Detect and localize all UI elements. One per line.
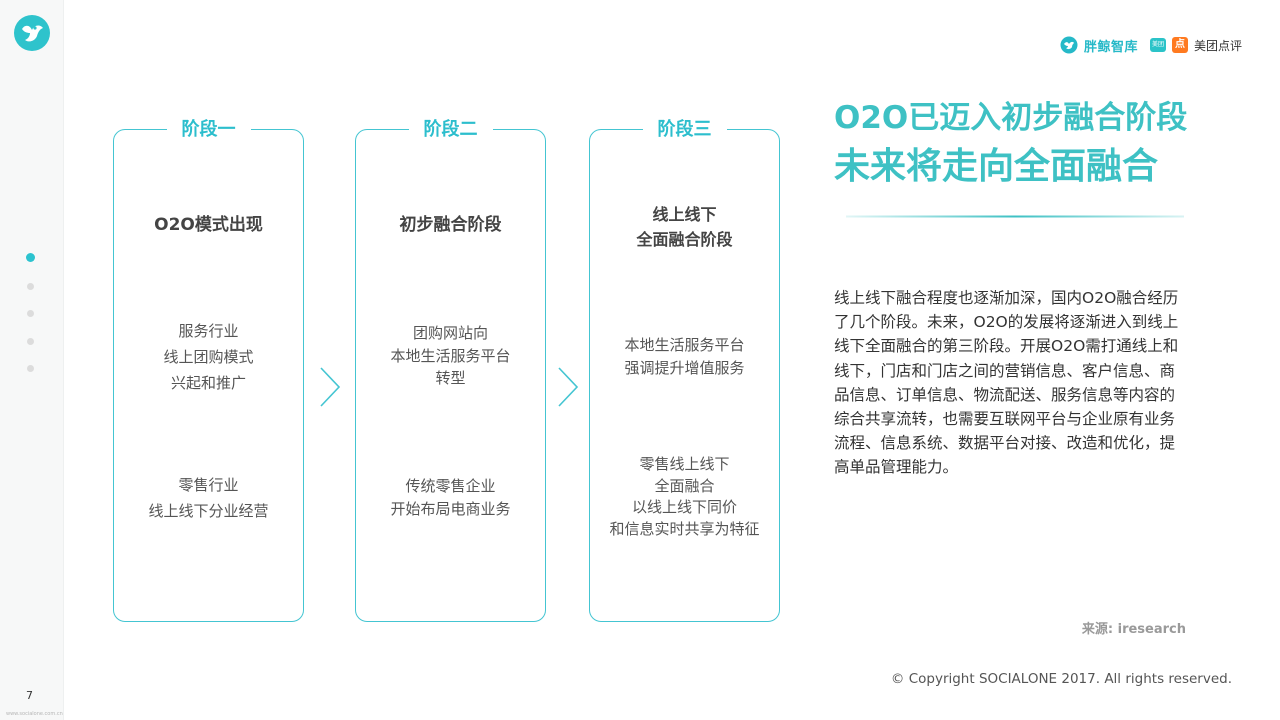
stage-card-2: 阶段二 初步融合阶段 团购网站向 本地生活服务平台 转型 传统零售企业 开始布局… [355,117,546,622]
meituan-logo-icon: 美团 [1149,38,1166,52]
stage-detail-service: 本地生活服务平台 强调提升增值服务 [624,336,745,377]
stage-detail-retail: 传统零售企业 开始布局电商业务 [390,477,511,518]
stage-title: O2O模式出现 [154,215,263,235]
stage-card-1: 阶段一 O2O模式出现 服务行业 线上团购模式 兴起和推广 零售行业 线上线下分… [113,117,304,622]
page-nav-dots [26,253,36,393]
page-heading: O2O已迈入初步融合阶段 未来将走向全面融合 [834,98,1187,190]
brand-name-pangjing: 胖鲸智库 [1083,39,1138,55]
copyright-notice: © Copyright SOCIALONE 2017. All rights r… [890,671,1232,687]
chevron-right-icon [558,367,579,407]
stage-label: 阶段三 [642,117,727,143]
page-nav-dot[interactable] [27,365,34,372]
page-nav-dot[interactable] [27,337,34,345]
stage-title: 线上线下 全面融合阶段 [636,205,733,249]
source-note: 来源: iresearch [1081,622,1186,637]
footer-url: www.socialone.com.cn [6,711,63,717]
chevron-right-icon [320,367,341,407]
description-paragraph: 线上线下融合程度也逐渐加深，国内O2O融合经历了几个阶段。未来，O2O的发展将逐… [834,289,1179,477]
page-number: 7 [26,689,33,702]
heading-line-2: 未来将走向全面融合 [834,146,1159,187]
stage-label: 阶段二 [408,117,493,143]
socialone-logo-icon [14,15,50,51]
page-nav-dot[interactable] [27,282,34,290]
stage-detail-service: 团购网站向 本地生活服务平台 转型 [390,324,511,387]
stage-label: 阶段一 [166,117,251,143]
dianping-logo-icon: 点 [1171,37,1188,53]
stage-detail-service: 服务行业 线上团购模式 兴起和推广 [163,322,254,392]
page-nav-dot[interactable] [27,310,34,317]
stage-card-3: 阶段三 线上线下 全面融合阶段 本地生活服务平台 强调提升增值服务 零售线上线下… [589,117,780,622]
stage-detail-retail: 零售行业 线上线下分业经营 [148,476,269,520]
whale-logo-icon [1060,36,1078,54]
stage-detail-retail: 零售线上线下 全面融合 以线上线下同价 和信息实时共享为特征 [609,455,760,538]
brand-bar: 胖鲸智库 美团 点 美团点评 [1060,34,1242,56]
heading-line-1: O2O已迈入初步融合阶段 [834,100,1188,136]
brand-name-meituan-dianping: 美团点评 [1193,38,1242,53]
heading-divider [846,215,1184,218]
page-nav-dot[interactable] [26,253,35,262]
left-rail: 7 www.socialone.com.cn [0,0,64,720]
stage-title: 初步融合阶段 [399,215,502,235]
